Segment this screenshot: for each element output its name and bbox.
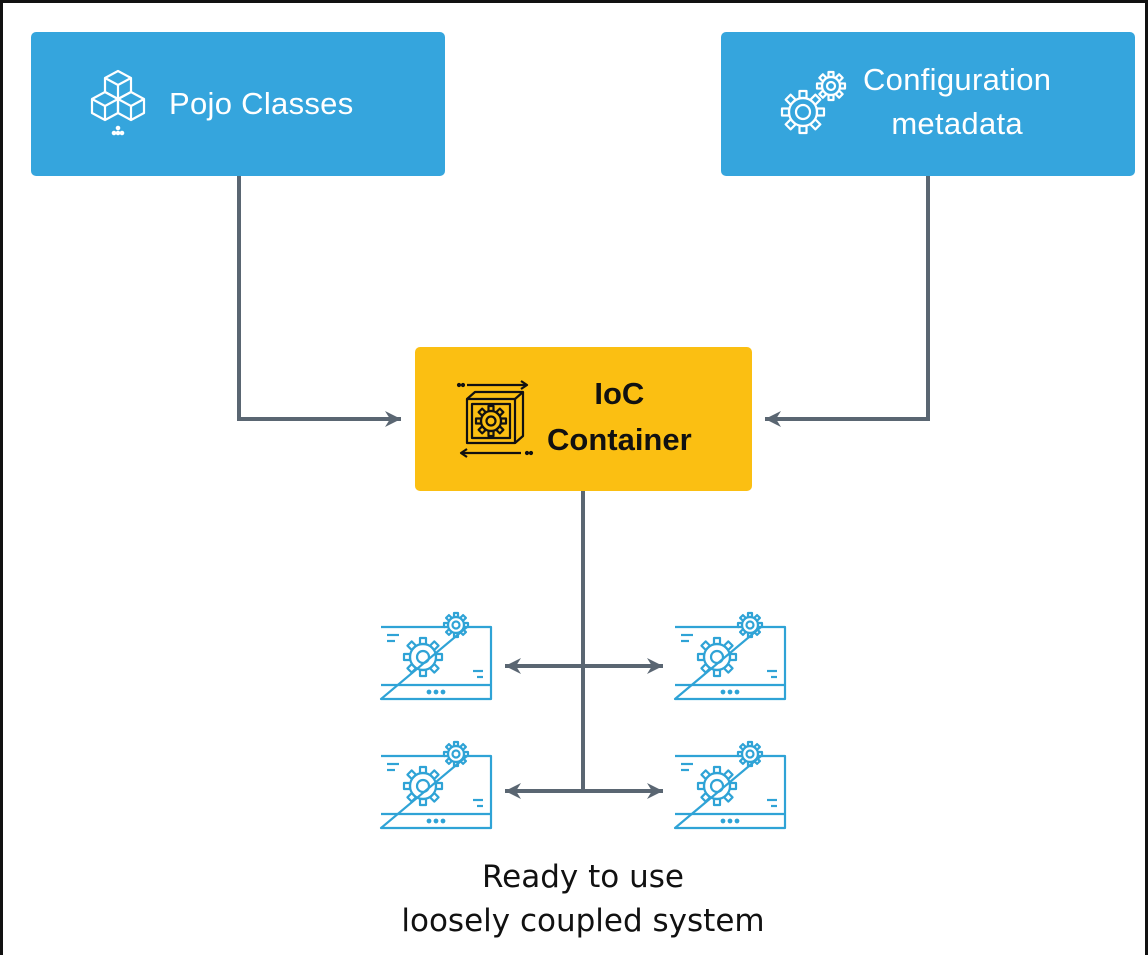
configuration-metadata-label: Configuration metadata (863, 58, 1051, 146)
gears-icon (780, 70, 847, 135)
component-gear-icon (673, 740, 787, 830)
cubes-icon (90, 69, 146, 136)
caption-line2: loosely coupled system (401, 903, 765, 939)
ioc-label-line2: Container (547, 422, 692, 457)
component-gear-icon (673, 611, 787, 701)
ioc-label-line1: IoC (594, 376, 645, 411)
configuration-metadata-box: Configuration metadata (721, 32, 1135, 176)
component-gear-icon (379, 611, 493, 701)
pojo-to-ioc-connector (237, 176, 401, 427)
config-label-line1: Configuration (863, 62, 1052, 97)
container-gear-icon (456, 380, 534, 458)
ioc-container-label: IoC Container (547, 371, 692, 463)
config-to-ioc-connector (765, 176, 930, 427)
system-caption: Ready to use loosely coupled system (333, 855, 833, 943)
component-gear-icon (379, 740, 493, 830)
connectors (237, 176, 930, 799)
caption-line1: Ready to use (482, 859, 684, 895)
pojo-classes-box: Pojo Classes (31, 32, 445, 176)
pojo-classes-label: Pojo Classes (169, 86, 354, 121)
config-label-line2: metadata (891, 106, 1023, 141)
ioc-container-box: IoC Container (415, 347, 752, 491)
